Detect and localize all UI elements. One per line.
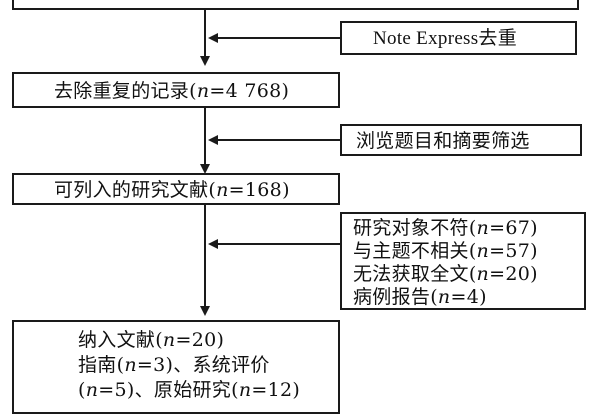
included-studies-total: 纳入文献(n=20) — [78, 329, 225, 351]
excluded-reason-irrelevant: 与主题不相关(n=57) — [353, 240, 538, 262]
eligible-studies-label: 可列入的研究文献(n=168) — [54, 179, 290, 201]
title-abstract-screening-label: 浏览题目和摘要筛选 — [356, 130, 530, 152]
eligible-studies-box: 可列入的研究文献(n=168) — [12, 173, 340, 205]
excluded-reason-case-report: 病例报告(n=4) — [353, 286, 487, 308]
excluded-reason-population: 研究对象不符(n=67) — [353, 217, 538, 239]
deduplicated-records-label: 去除重复的记录(n=4 768) — [54, 80, 290, 102]
excluded-reason-no-fulltext: 无法获取全文(n=20) — [353, 263, 538, 285]
deduplicated-records-box: 去除重复的记录(n=4 768) — [12, 72, 340, 108]
dedupe-tool-box: Note Express去重 — [340, 21, 577, 55]
included-studies-breakdown-2: (n=5)、原始研究(n=12) — [78, 379, 301, 401]
title-abstract-screening-box: 浏览题目和摘要筛选 — [340, 124, 582, 156]
dedupe-tool-label: Note Express去重 — [373, 28, 518, 49]
included-studies-breakdown-1: 指南(n=3)、系统评价 — [78, 354, 270, 376]
excluded-studies-box: 研究对象不符(n=67) 与主题不相关(n=57) 无法获取全文(n=20) 病… — [340, 212, 586, 310]
included-studies-box: 纳入文献(n=20) 指南(n=3)、系统评价 (n=5)、原始研究(n=12) — [12, 320, 340, 414]
initial-records-box — [12, 0, 579, 10]
